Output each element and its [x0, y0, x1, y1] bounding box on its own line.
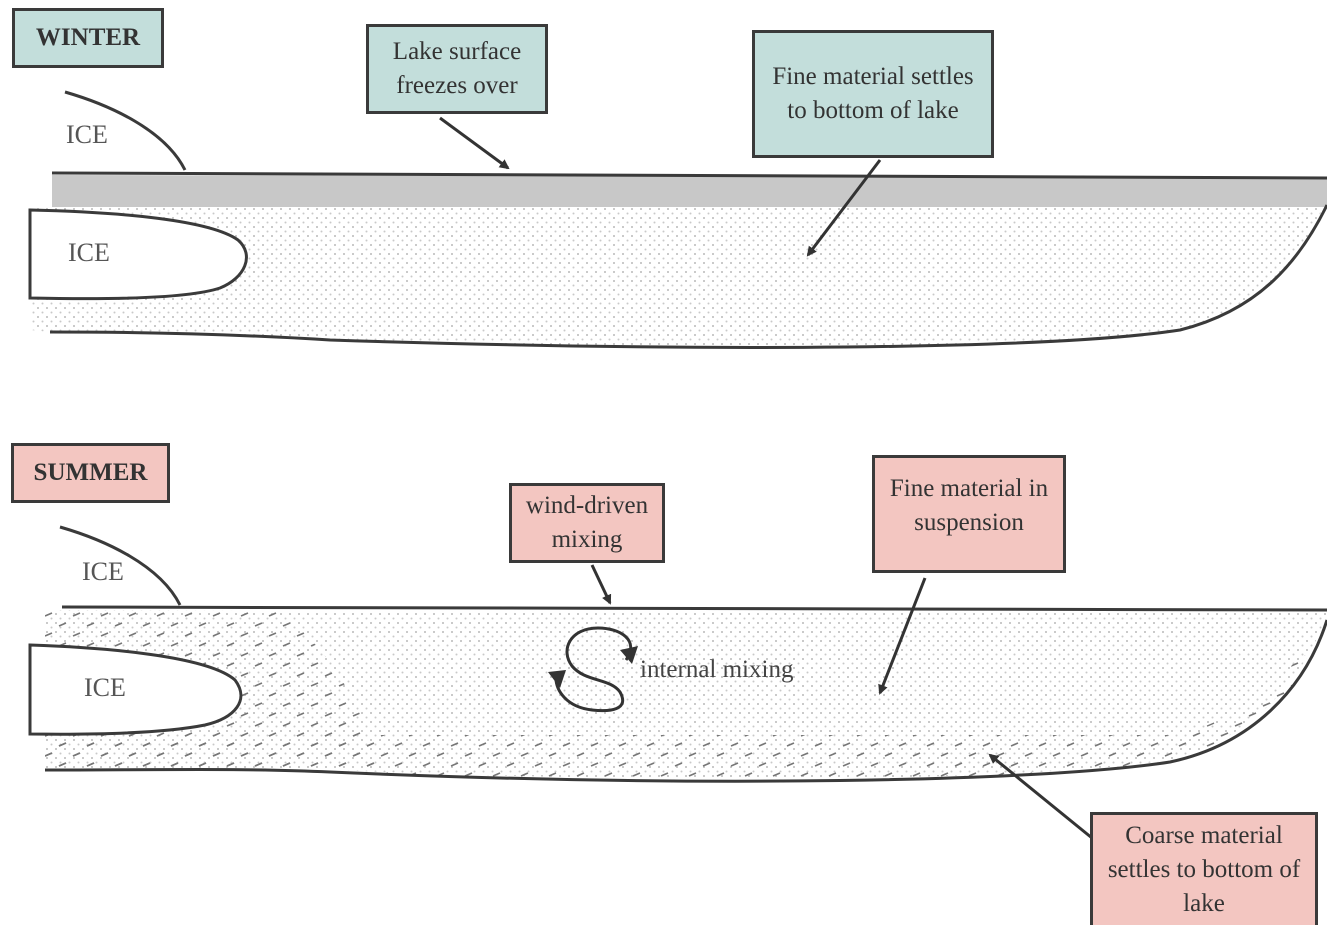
winter-surface-arrow — [439, 116, 510, 170]
winter-water-body — [30, 178, 1327, 347]
winter-upper-ice-line — [64, 90, 187, 171]
winter-fine-arrow — [806, 159, 882, 257]
summer-fine-arrow — [878, 577, 927, 695]
summer-surface-line — [61, 605, 1327, 612]
winter-surface-callout: Lake surface freezes over — [366, 24, 548, 114]
internal-mixing-label: internal mixing — [640, 656, 794, 683]
winter-ice-lower-label: ICE — [68, 238, 110, 267]
summer-wind-callout: wind-driven mixing — [509, 483, 665, 563]
summer-season-label: SUMMER — [11, 443, 170, 503]
summer-lake — [28, 525, 1327, 840]
summer-lake-bottom — [44, 619, 1327, 783]
winter-fine-callout: Fine material settles to bottom of lake — [752, 30, 994, 158]
winter-ice-tongue — [28, 208, 248, 301]
summer-coarse-arrow — [988, 753, 1093, 840]
winter-surface-line — [51, 171, 1327, 180]
winter-lake — [28, 90, 1327, 349]
internal-mixing-loop-icon — [554, 626, 633, 713]
winter-lake-bottom — [49, 204, 1327, 349]
winter-ice-upper-label: ICE — [66, 120, 108, 149]
summer-ice-lower-label: ICE — [84, 673, 126, 702]
summer-fine-callout: Fine material in suspension — [872, 455, 1066, 573]
winter-ice-cover — [52, 175, 1327, 207]
summer-coarse-bottom — [45, 640, 1310, 781]
summer-wind-arrow — [590, 564, 612, 605]
winter-season-label: WINTER — [12, 8, 164, 68]
summer-coarse-callout: Coarse material settles to bottom of lak… — [1090, 812, 1318, 925]
summer-upper-ice-line — [59, 525, 182, 606]
summer-ice-upper-label: ICE — [82, 557, 124, 586]
summer-ice-tongue — [28, 643, 243, 736]
